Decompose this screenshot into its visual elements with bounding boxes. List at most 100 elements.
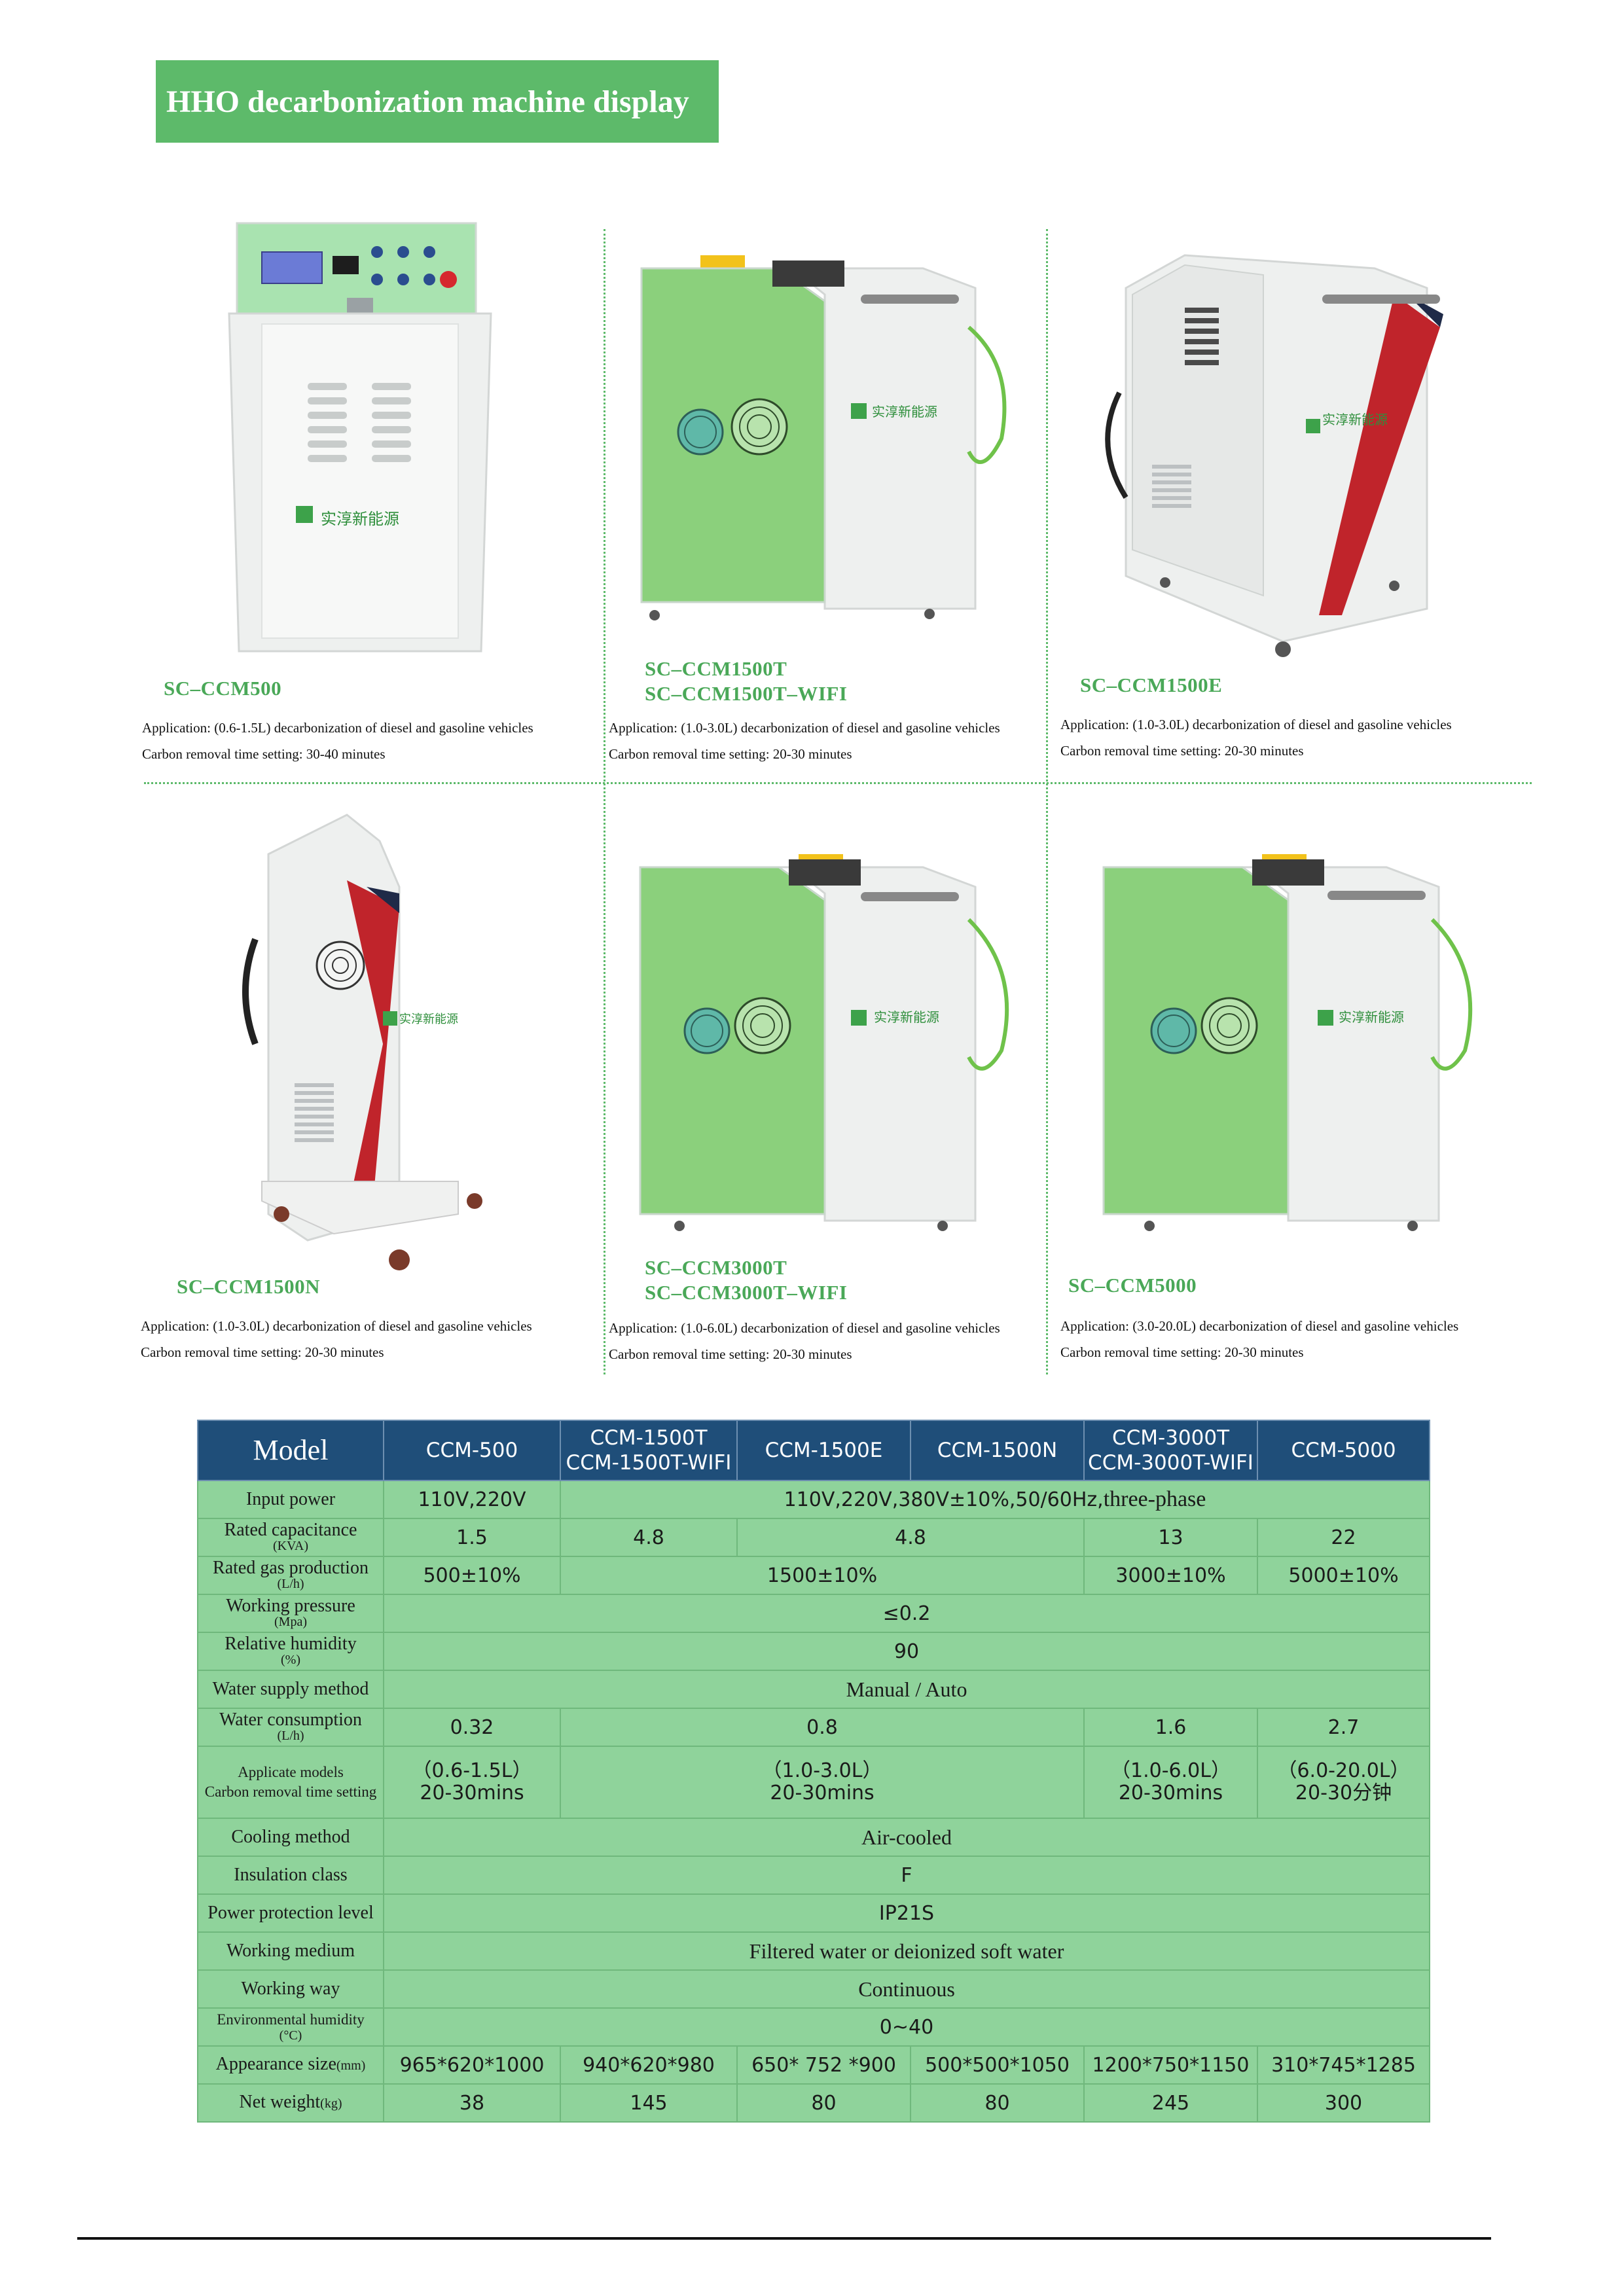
product-photo-ccm1500n xyxy=(242,814,482,1270)
header-ccm1500t-line1: CCM-1500T xyxy=(590,1426,708,1450)
header-ccm1500e: CCM-1500E xyxy=(736,1420,911,1481)
cell-input-power-2b: three-phase xyxy=(1103,1487,1206,1511)
cell-water-2: 0.8 xyxy=(560,1708,1085,1747)
cell-size-3: 650* 752 *900 xyxy=(736,2045,911,2085)
label-medium: Working medium xyxy=(197,1931,384,1971)
time-ccm1500t: Carbon removal time setting: 20-30 minut… xyxy=(609,746,852,762)
row-gas-production: Rated gas production(L/h) 500±10% 1500±1… xyxy=(197,1556,1430,1595)
model-name-ccm1500t-line1: SC–CCM1500T xyxy=(645,657,787,680)
cell-weight-2: 145 xyxy=(560,2083,738,2123)
cell-cooling: Air-cooled xyxy=(383,1818,1430,1857)
model-name-ccm1500t: SC–CCM1500T SC–CCM1500T–WIFI xyxy=(645,656,847,706)
header-ccm5000: CCM-5000 xyxy=(1257,1420,1430,1481)
time-ccm1500n: Carbon removal time setting: 20-30 minut… xyxy=(141,1344,384,1360)
label-working-pressure-text: Working pressure xyxy=(226,1596,355,1616)
cell-capacitance-3: 4.8 xyxy=(736,1518,1085,1557)
product-photo-ccm1500t xyxy=(640,255,1007,620)
label-water-supply: Water supply method xyxy=(197,1670,384,1709)
cell-water-1: 0.32 xyxy=(383,1708,561,1747)
cell-pressure: ≤0.2 xyxy=(383,1594,1430,1633)
time-ccm3000t: Carbon removal time setting: 20-30 minut… xyxy=(609,1346,852,1362)
row-protection: Power protection level IP21S xyxy=(197,1893,1430,1933)
cell-weight-6: 300 xyxy=(1257,2083,1430,2123)
cell-size-1: 965*620*1000 xyxy=(383,2045,561,2085)
label-rated-capacitance-unit: (KVA) xyxy=(272,1539,309,1553)
model-name-ccm3000t-line2: SC–CCM3000T–WIFI xyxy=(645,1281,848,1304)
model-name-ccm1500t-line2: SC–CCM1500T–WIFI xyxy=(645,682,848,705)
time-ccm5000: Carbon removal time setting: 20-30 minut… xyxy=(1060,1344,1304,1360)
row-size: Appearance size(mm) 965*620*1000 940*620… xyxy=(197,2045,1430,2085)
row-water-supply: Water supply method Manual / Auto xyxy=(197,1670,1430,1709)
label-weight: Net weight(kg) xyxy=(197,2083,384,2123)
label-protection: Power protection level xyxy=(197,1893,384,1933)
cell-app-1: （0.6-1.5L）20-30mins xyxy=(383,1746,561,1819)
header-ccm500: CCM-500 xyxy=(383,1420,561,1481)
cell-size-2: 940*620*980 xyxy=(560,2045,738,2085)
label-working-pressure: Working pressure(Mpa) xyxy=(197,1594,384,1633)
label-insulation: Insulation class xyxy=(197,1856,384,1895)
cell-capacitance-1: 1.5 xyxy=(383,1518,561,1557)
row-relative-humidity: Relative humidity(%) 90 xyxy=(197,1632,1430,1671)
cell-gas-4: 5000±10% xyxy=(1257,1556,1430,1595)
label-water-consumption-text: Water consumption xyxy=(219,1710,362,1730)
header-ccm1500t-line2: CCM-1500T-WIFI xyxy=(566,1451,732,1475)
label-env-humidity-unit: (°C) xyxy=(279,2028,302,2043)
label-rated-capacitance: Rated capacitance(KVA) xyxy=(197,1518,384,1557)
cell-app-3a: （1.0-6.0L） xyxy=(1111,1759,1231,1782)
row-input-power: Input power 110V,220V 110V,220V,380V±10%… xyxy=(197,1480,1430,1519)
cell-app-4: （6.0-20.0L）20-30分钟 xyxy=(1257,1746,1430,1819)
cell-input-power-2: 110V,220V,380V±10%,50/60Hz,three-phase xyxy=(560,1480,1430,1519)
row-medium: Working medium Filtered water or deioniz… xyxy=(197,1931,1430,1971)
label-size: Appearance size(mm) xyxy=(197,2045,384,2085)
cell-weight-3: 80 xyxy=(736,2083,911,2123)
model-name-ccm1500e: SC–CCM1500E xyxy=(1080,673,1223,696)
product-logo-ccm5000: 实淳新能源 xyxy=(1339,1009,1404,1025)
time-ccm500: Carbon removal time setting: 30-40 minut… xyxy=(142,746,386,762)
product-logo-ccm1500e: 实淳新能源 xyxy=(1322,412,1388,427)
cell-gas-1: 500±10% xyxy=(383,1556,561,1595)
label-water-consumption: Water consumption(L/h) xyxy=(197,1708,384,1747)
product-photo-ccm1500e xyxy=(1105,254,1443,657)
cell-water-3: 1.6 xyxy=(1083,1708,1258,1747)
label-gas-production-unit: (L/h) xyxy=(277,1577,304,1591)
cell-size-5: 1200*750*1150 xyxy=(1083,2045,1258,2085)
divider-v2 xyxy=(1046,229,1048,1374)
product-logo-ccm3000t: 实淳新能源 xyxy=(874,1009,939,1025)
cell-gas-3: 3000±10% xyxy=(1083,1556,1258,1595)
label-input-power: Input power xyxy=(197,1480,384,1519)
label-applicate-models-1: Applicate models xyxy=(238,1764,344,1780)
label-working-way: Working way xyxy=(197,1969,384,2009)
cell-protection: IP21S xyxy=(383,1893,1430,1933)
cell-size-4: 500*500*1050 xyxy=(910,2045,1085,2085)
label-size-unit: (mm) xyxy=(336,2058,366,2073)
model-name-ccm1500n: SC–CCM1500N xyxy=(177,1275,321,1298)
cell-capacitance-4: 13 xyxy=(1083,1518,1258,1557)
row-rated-capacitance: Rated capacitance(KVA) 1.5 4.8 4.8 13 22 xyxy=(197,1518,1430,1557)
cell-app-1a: （0.6-1.5L） xyxy=(412,1759,532,1782)
label-relative-humidity-unit: (%) xyxy=(281,1653,300,1667)
label-working-pressure-unit: (Mpa) xyxy=(274,1615,307,1629)
cell-weight-1: 38 xyxy=(383,2083,561,2123)
product-logo-ccm1500n: 实淳新能源 xyxy=(399,1013,458,1026)
header-ccm3000t-line2: CCM-3000T-WIFI xyxy=(1088,1451,1254,1475)
cell-size-6: 310*745*1285 xyxy=(1257,2045,1430,2085)
cell-weight-4: 80 xyxy=(910,2083,1085,2123)
cell-app-2a: （1.0-3.0L） xyxy=(762,1759,882,1782)
header-ccm3000t-line1: CCM-3000T xyxy=(1111,1426,1230,1450)
model-name-ccm3000t-line1: SC–CCM3000T xyxy=(645,1256,787,1279)
app-ccm5000: Application: (3.0-20.0L) decarbonization… xyxy=(1060,1318,1459,1334)
row-cooling: Cooling method Air-cooled xyxy=(197,1818,1430,1857)
product-photo-ccm500 xyxy=(228,222,492,653)
cell-app-3b: 20-30mins xyxy=(1118,1782,1223,1804)
label-gas-production-text: Rated gas production xyxy=(213,1558,369,1578)
product-photo-ccm5000 xyxy=(1102,854,1473,1231)
product-photo-ccm3000t xyxy=(639,854,1009,1231)
row-weight: Net weight(kg) 38 145 80 80 245 300 xyxy=(197,2083,1430,2123)
cell-app-2b: 20-30mins xyxy=(770,1782,875,1804)
cell-insulation: F xyxy=(383,1856,1430,1895)
label-water-consumption-unit: (L/h) xyxy=(277,1729,304,1743)
label-relative-humidity-text: Relative humidity xyxy=(225,1634,357,1654)
cell-app-3: （1.0-6.0L）20-30mins xyxy=(1083,1746,1258,1819)
